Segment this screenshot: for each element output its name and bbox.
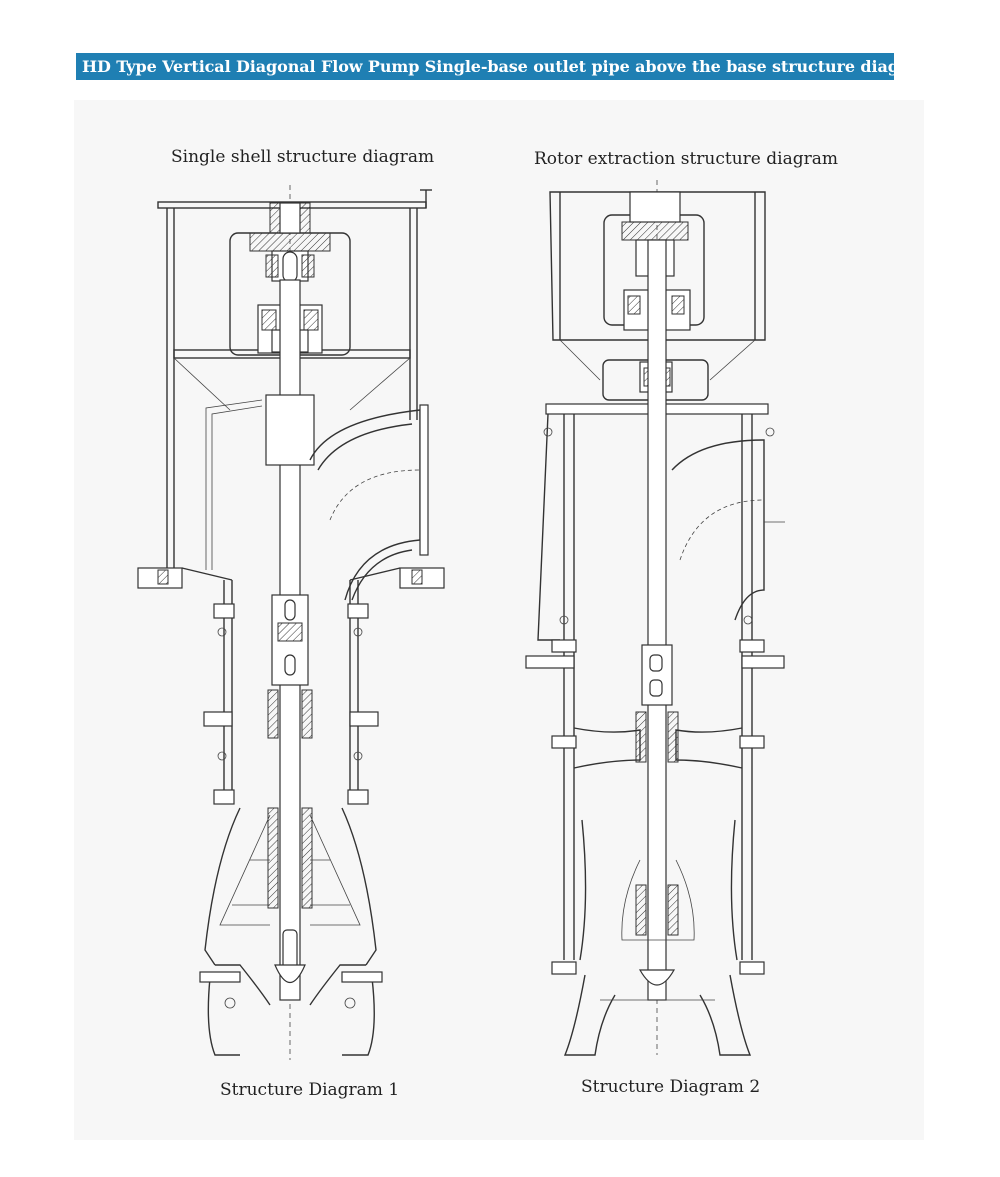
d1-suction-bell xyxy=(199,964,383,1056)
d1-guide-bearing-left xyxy=(267,689,279,739)
d1-lube-pipe xyxy=(205,399,263,570)
diagram2-bottom-caption: Structure Diagram 2 xyxy=(581,1077,761,1097)
d1-column-pipe xyxy=(203,580,379,805)
d2-guide-vane-right xyxy=(675,727,743,769)
d2-bearing-right xyxy=(667,711,679,763)
structure-diagram-2 xyxy=(525,180,785,1056)
d2-suction-bell xyxy=(563,974,752,1056)
d2-shaft xyxy=(647,239,667,1001)
d1-lower-bearing-left xyxy=(267,807,279,909)
d1-outlet-elbow xyxy=(309,404,429,601)
d1-guide-bearing-right xyxy=(301,689,313,739)
d2-diffuser xyxy=(579,819,738,986)
d2-outlet-casing xyxy=(525,413,785,960)
d1-coupling xyxy=(249,202,331,283)
structure-diagram-1 xyxy=(137,185,445,1060)
diagram1-top-caption: Single shell structure diagram xyxy=(171,147,435,167)
d2-bearing-left xyxy=(635,711,647,763)
d2-flanges xyxy=(543,427,775,975)
d1-shaft xyxy=(265,279,315,1001)
diagram2-top-caption: Rotor extraction structure diagram xyxy=(534,149,838,169)
page-title: HD Type Vertical Diagonal Flow Pump Sing… xyxy=(76,53,934,80)
drawing-panel xyxy=(74,100,924,1140)
d1-diffuser-bowl xyxy=(204,807,377,976)
d1-base-plate xyxy=(137,567,445,589)
d2-guide-vane-left xyxy=(573,727,641,769)
diagram1-bottom-caption: Structure Diagram 1 xyxy=(220,1080,400,1100)
d1-lower-bearing-right xyxy=(301,807,313,909)
